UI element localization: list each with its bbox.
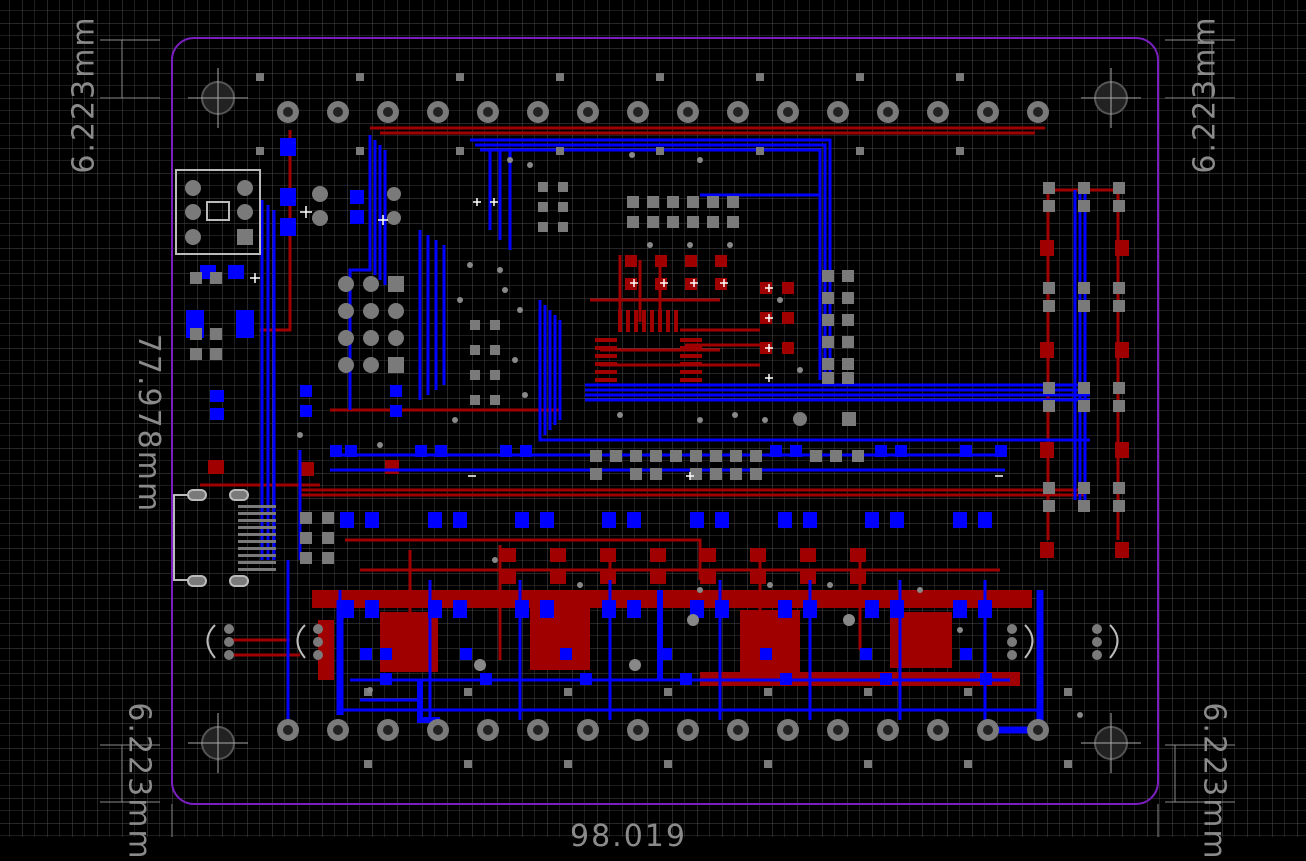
header-pin-holes-bottom (283, 725, 1043, 735)
header-pin-holes-top (283, 107, 1043, 117)
dimension-lines (100, 39, 1235, 837)
dim-top-left-offset: 6.223mm (66, 15, 102, 174)
crosshair-mount-icon[interactable] (188, 713, 248, 773)
top-copper-traces[interactable] (200, 126, 1120, 660)
silk-markers (250, 198, 1003, 480)
side-connectors[interactable] (206, 624, 1119, 660)
usb-connector[interactable] (173, 489, 249, 587)
via-icon[interactable] (474, 614, 855, 671)
crosshair-mount-icon[interactable] (1081, 713, 1141, 773)
smd-pads[interactable] (190, 182, 1125, 571)
crosshair-mount-icon[interactable] (188, 68, 248, 128)
dim-top-right-offset: 6.223mm (1187, 15, 1223, 174)
pcb-canvas[interactable] (0, 0, 1306, 837)
crosshair-mount-icon[interactable] (1081, 68, 1141, 128)
center-left-header[interactable] (312, 186, 856, 426)
board-outline (171, 37, 1159, 805)
dim-height-total: 77.978mm (131, 333, 167, 514)
dim-width-total: 98.019 (570, 819, 687, 854)
isp-header[interactable] (175, 169, 261, 255)
test-points[interactable] (256, 73, 1072, 768)
small-vias[interactable] (297, 152, 1083, 718)
mounting-holes (188, 68, 1141, 773)
